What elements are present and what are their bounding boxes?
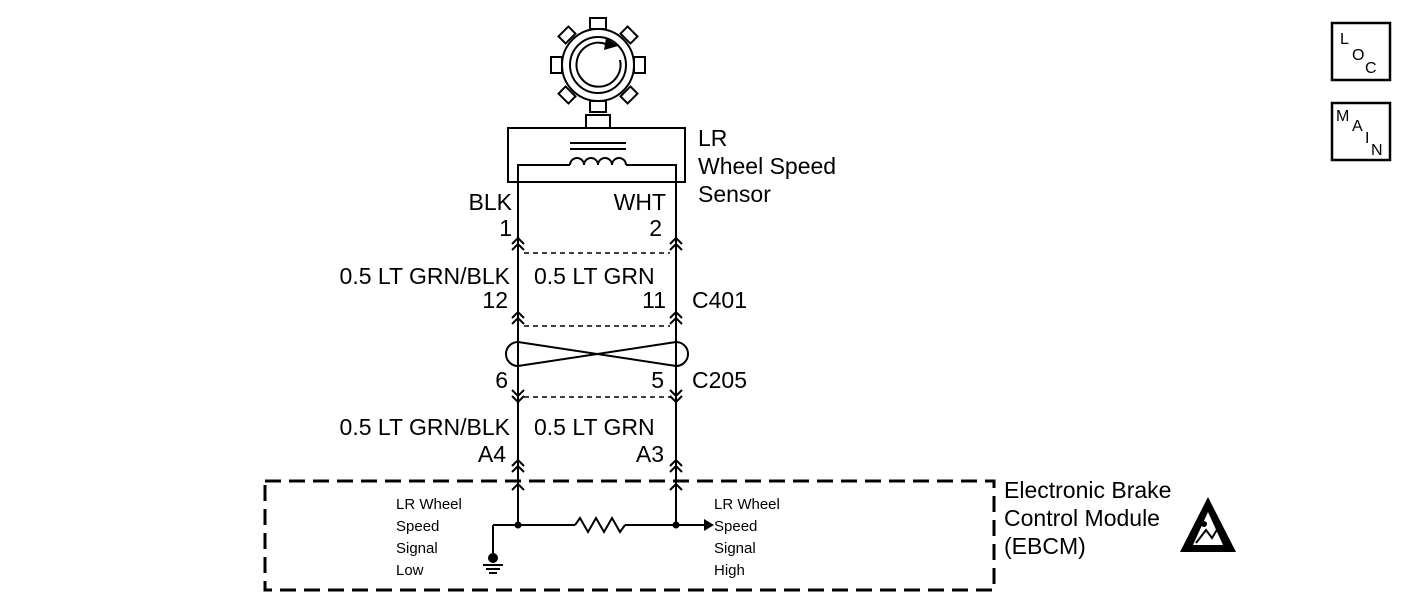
loc-letter-c: C (1365, 60, 1377, 77)
low-label-line3: Signal (396, 540, 438, 557)
ebcm-name-line2: Control Module (1004, 505, 1160, 531)
sensor-left-wire-color: BLK (469, 189, 513, 215)
loc-letter-l: L (1340, 31, 1349, 48)
high-label-line4: High (714, 562, 745, 579)
sensor-right-pin: 2 (649, 215, 662, 241)
main-button[interactable]: M A I N (1330, 101, 1392, 162)
high-label-line3: Signal (714, 540, 756, 557)
low-label-line4: Low (396, 562, 424, 579)
high-label-line1: LR Wheel (714, 496, 780, 513)
sensor-right-wire-color: WHT (614, 189, 666, 215)
loc-letter-o: O (1352, 47, 1364, 64)
sensor-name-line3: Sensor (698, 181, 771, 207)
tone-ring-icon (550, 17, 646, 113)
sensor-name-line2: Wheel Speed (698, 153, 836, 179)
connector-chevrons (511, 236, 683, 491)
loc-button[interactable]: L O C (1330, 21, 1392, 82)
c205-connector-id: C205 (692, 367, 747, 393)
c401-connector-id: C401 (692, 287, 747, 313)
coil-icon (517, 142, 677, 182)
c401-left-wire: 0.5 LT GRN/BLK (340, 263, 511, 289)
sensor-stem (585, 114, 611, 129)
ebcm-internal-circuit (492, 515, 714, 556)
esd-warning-icon (1180, 497, 1236, 552)
ebcm-left-wire: 0.5 LT GRN/BLK (340, 414, 511, 440)
c205-right-pin: 5 (651, 367, 664, 393)
main-letter-n: N (1371, 142, 1383, 159)
ebcm-right-wire: 0.5 LT GRN (534, 414, 655, 440)
sensor-name-line1: LR (698, 125, 727, 151)
ebcm-right-pin: A3 (636, 441, 664, 467)
sensor-left-pin: 1 (499, 215, 512, 241)
c205-left-pin: 6 (495, 367, 508, 393)
ebcm-left-pin: A4 (478, 441, 506, 467)
c401-left-pin: 12 (482, 287, 508, 313)
sensor-housing (507, 127, 686, 183)
c401-right-pin: 11 (642, 287, 666, 313)
main-letter-a: A (1352, 118, 1363, 135)
ebcm-module-box (263, 479, 996, 592)
ebcm-name-line1: Electronic Brake (1004, 477, 1171, 503)
main-letter-m: M (1336, 108, 1349, 125)
main-letter-i: I (1365, 130, 1369, 147)
low-label-line1: LR Wheel (396, 496, 462, 513)
high-label-line2: Speed (714, 518, 757, 535)
twisted-pair-icon (505, 341, 689, 367)
c401-right-wire: 0.5 LT GRN (534, 263, 655, 289)
low-label-line2: Speed (396, 518, 439, 535)
ebcm-name-line3: (EBCM) (1004, 533, 1086, 559)
ground-icon (483, 553, 503, 574)
